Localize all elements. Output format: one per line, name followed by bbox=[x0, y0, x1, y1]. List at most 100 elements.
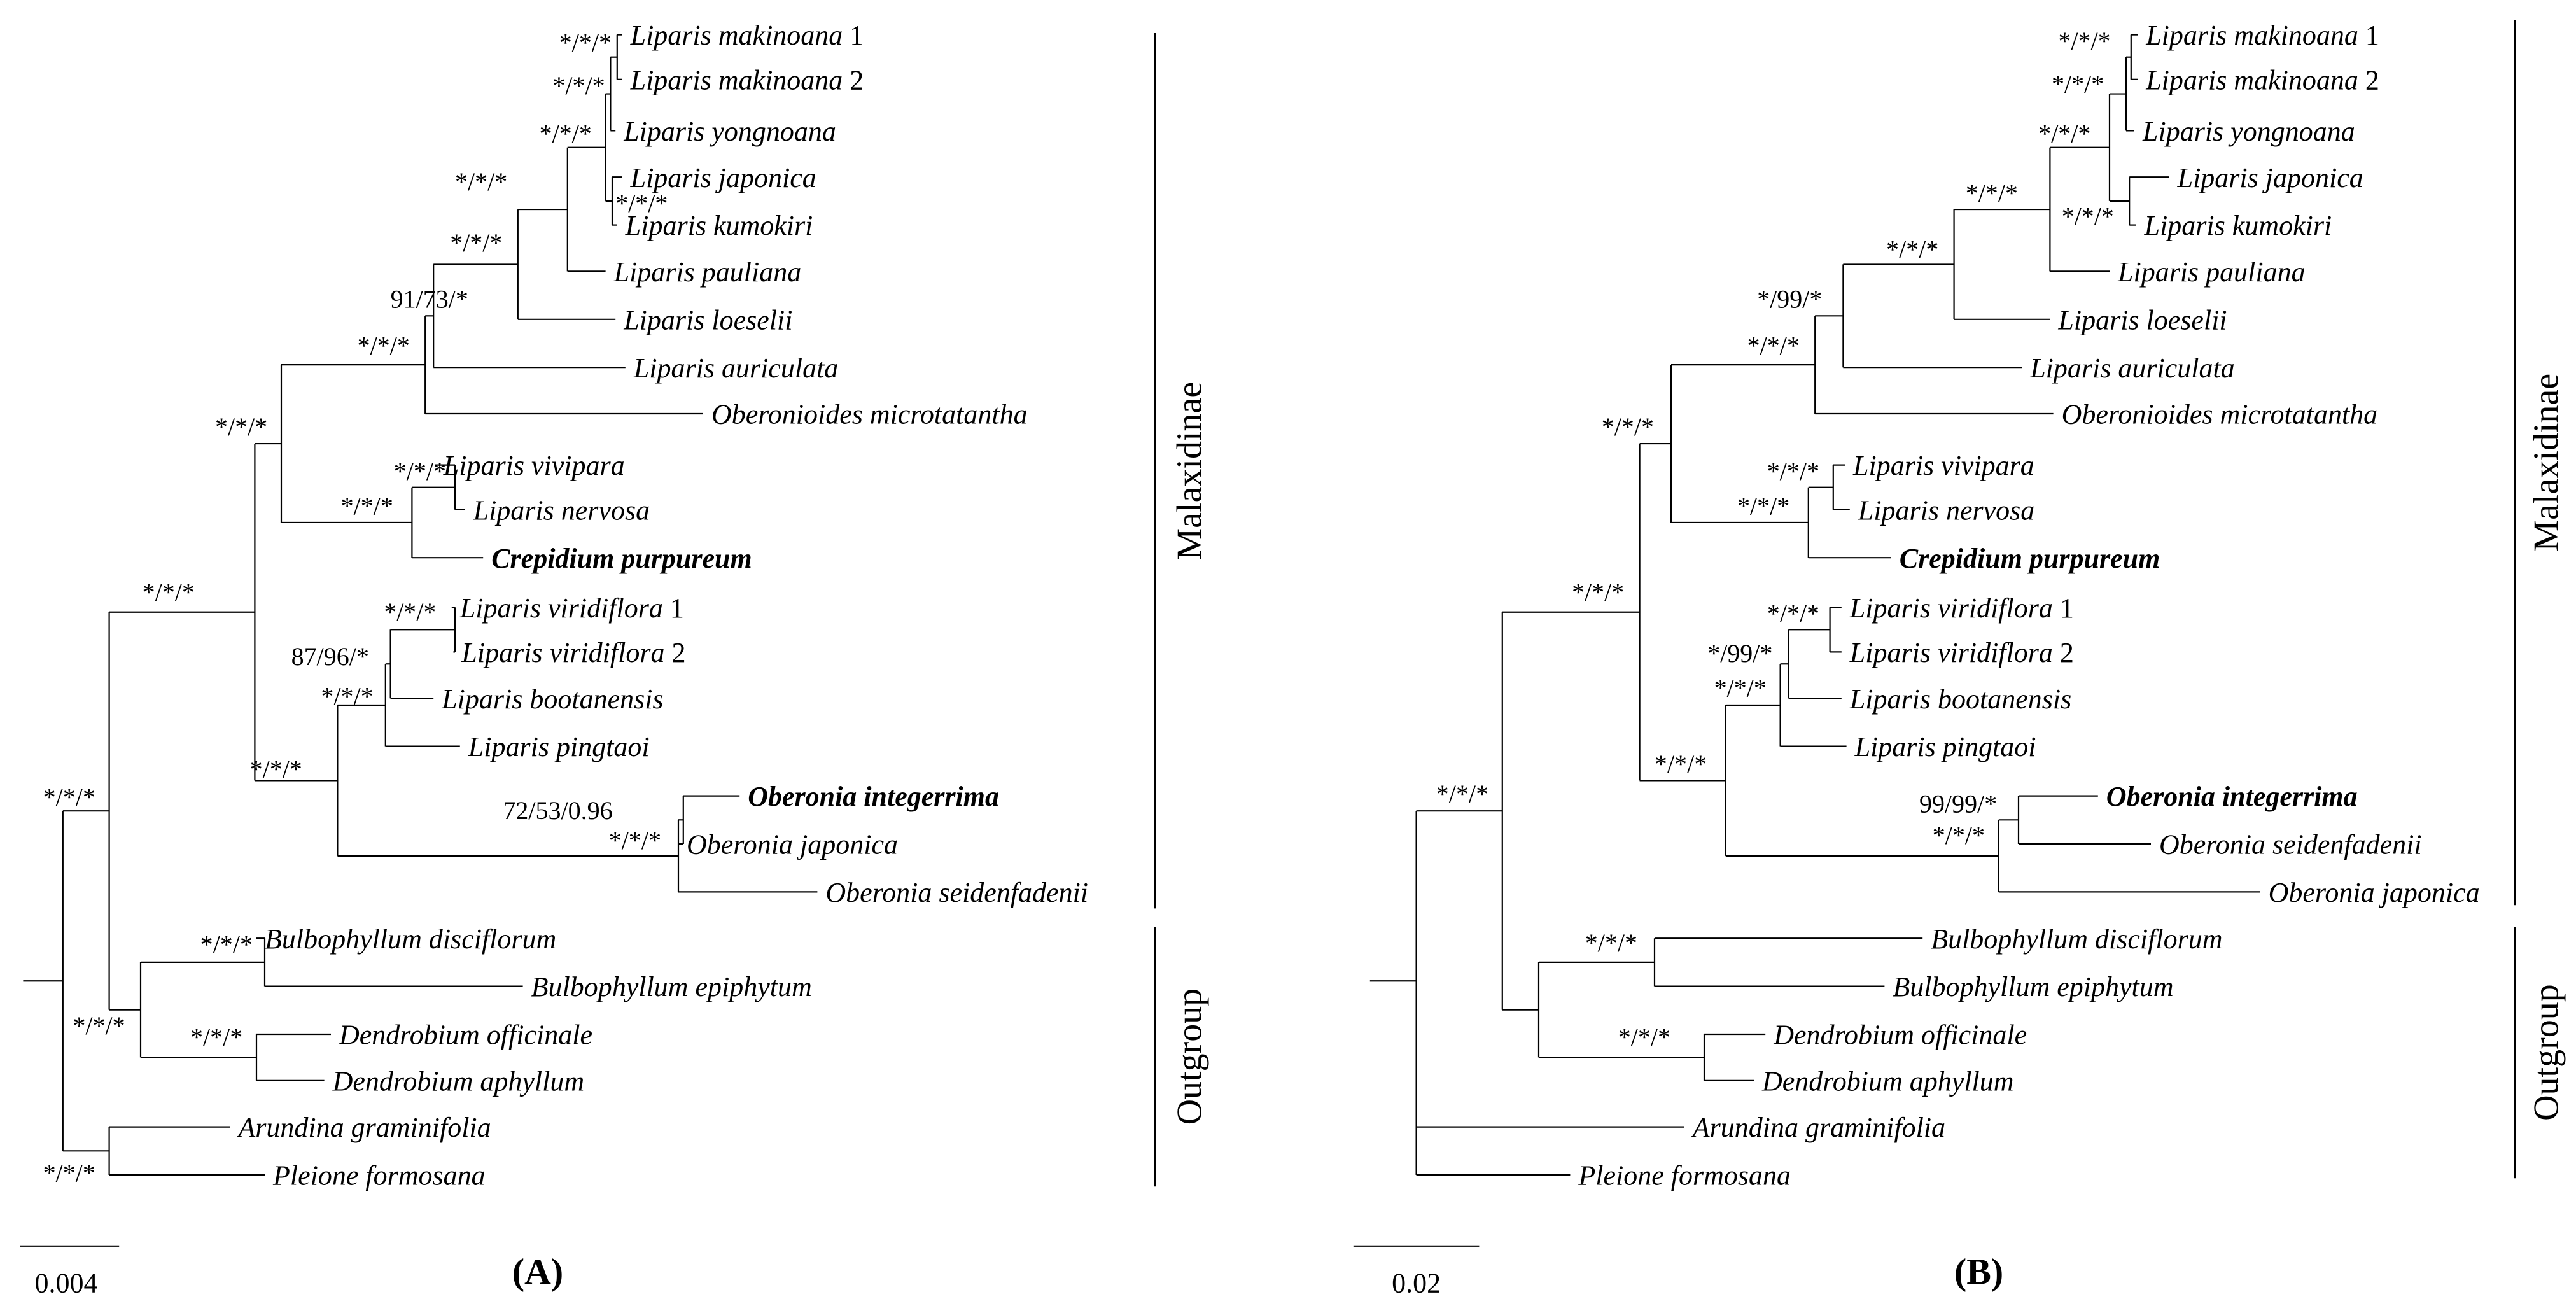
taxon-label: Oberonia seidenfadenii bbox=[825, 877, 1088, 908]
taxon-label: Oberonia integerrima bbox=[748, 781, 999, 812]
tree-a-branches bbox=[23, 34, 818, 1176]
taxon-label: Oberonia integerrima bbox=[2106, 781, 2358, 812]
taxon-label: Bulbophyllum epiphytum bbox=[1893, 971, 2173, 1002]
support-value: */*/* bbox=[1714, 674, 1767, 703]
support-value: */*/* bbox=[1933, 821, 1985, 850]
taxon-label: Liparis pingtaoi bbox=[468, 731, 650, 762]
taxon-label: Liparis bootanensis bbox=[1849, 684, 2071, 715]
support-value: */*/* bbox=[615, 189, 668, 218]
support-value: */*/* bbox=[540, 120, 592, 148]
taxon-label: Liparis auriculata bbox=[633, 353, 839, 384]
taxon-label: Dendrobium officinale bbox=[1773, 1020, 2027, 1051]
taxon-label: Liparis pauliana bbox=[2117, 256, 2306, 288]
scale-bar-label: 0.004 bbox=[35, 1268, 98, 1299]
taxon-label: Liparis loeselii bbox=[623, 304, 792, 335]
taxon-label: Liparis vivipara bbox=[443, 450, 625, 481]
taxon-label: Liparis yongnoana bbox=[623, 116, 836, 147]
taxon-label: Crepidium purpureum bbox=[1900, 543, 2160, 574]
support-value: */*/* bbox=[1602, 412, 1654, 441]
support-value: */*/* bbox=[384, 598, 436, 626]
support-value: */*/* bbox=[2038, 120, 2090, 148]
taxon-label: Liparis viridiflora 1 bbox=[1849, 593, 2074, 624]
support-value: */*/* bbox=[1886, 235, 1938, 264]
support-value: */*/* bbox=[341, 492, 393, 521]
support-value: 99/99/* bbox=[1919, 790, 1997, 818]
taxon-label: Pleione formosana bbox=[1578, 1160, 1791, 1191]
taxon-label: Liparis pingtaoi bbox=[1854, 731, 2036, 762]
tree-b-support-values: */*/* */*/* */*/* */*/* */*/* */*/* */99/* */*/… bbox=[1436, 27, 2114, 1051]
support-value: */*/* bbox=[450, 228, 502, 257]
taxon-label: Liparis bootanensis bbox=[441, 684, 663, 715]
support-value: */*/* bbox=[143, 578, 195, 607]
taxon-label: Liparis makinoana 1 bbox=[2145, 20, 2379, 51]
support-value: */*/* bbox=[1966, 179, 2018, 207]
support-value: */*/* bbox=[1737, 492, 1789, 521]
support-value: */*/* bbox=[559, 29, 612, 57]
tree-a-scale-bar: 0.004 (A) bbox=[20, 1245, 564, 1299]
support-value: */*/* bbox=[2058, 27, 2110, 55]
taxon-label: Pleione formosana bbox=[272, 1160, 486, 1191]
taxon-label: Dendrobium aphyllum bbox=[332, 1065, 585, 1097]
support-value: */*/* bbox=[609, 826, 661, 855]
support-value: */*/* bbox=[43, 1158, 95, 1187]
support-value: */*/* bbox=[1747, 331, 1800, 360]
support-value: */*/* bbox=[73, 1011, 125, 1040]
support-value: 91/73/* bbox=[391, 285, 468, 314]
taxon-label: Liparis kumokiri bbox=[625, 210, 813, 241]
group-label: Malaxidinae bbox=[1170, 382, 1210, 560]
taxon-label: Liparis japonica bbox=[630, 162, 816, 193]
tree-b-scale-bar: 0.02 (B) bbox=[1353, 1245, 2003, 1299]
taxon-label: Oberonioides microtatantha bbox=[711, 399, 1028, 430]
taxon-label: Liparis viridiflora 1 bbox=[459, 593, 684, 624]
taxon-label: Liparis auriculata bbox=[2029, 353, 2235, 384]
taxon-label: Liparis japonica bbox=[2177, 162, 2363, 193]
support-value: 87/96/* bbox=[291, 642, 369, 671]
support-value: */*/* bbox=[2052, 70, 2104, 99]
support-value: */*/* bbox=[1767, 457, 1819, 486]
taxon-label: Oberonia japonica bbox=[687, 829, 898, 860]
support-value: */*/* bbox=[1572, 578, 1624, 607]
taxon-label: Arundina graminifolia bbox=[1691, 1112, 1945, 1143]
support-value: */*/* bbox=[321, 682, 373, 711]
taxon-label: Crepidium purpureum bbox=[491, 543, 752, 574]
support-value: 72/53/0.96 bbox=[503, 796, 612, 825]
taxon-label: Arundina graminifolia bbox=[236, 1112, 491, 1143]
taxon-label: Dendrobium officinale bbox=[339, 1020, 592, 1051]
support-value: */*/* bbox=[1655, 750, 1707, 778]
taxon-label: Liparis viridiflora 2 bbox=[461, 637, 685, 668]
support-value: */*/* bbox=[394, 457, 446, 486]
support-value: */*/* bbox=[358, 331, 410, 360]
panel-label: (A) bbox=[512, 1251, 564, 1293]
support-value: */*/* bbox=[250, 755, 302, 783]
tree-a-taxon-labels: Liparis makinoana 1 Liparis makinoana 2 Li… bbox=[236, 20, 1088, 1191]
panel-label: (B) bbox=[1954, 1251, 2003, 1293]
taxon-label: Liparis viridiflora 2 bbox=[1849, 637, 2074, 668]
group-label: Outgroup bbox=[1170, 988, 1210, 1125]
taxon-label: Liparis loeselii bbox=[2057, 304, 2227, 335]
taxon-label: Liparis nervosa bbox=[1858, 495, 2034, 526]
support-value: */99/* bbox=[1757, 285, 1822, 314]
tree-b-branches bbox=[1369, 34, 2260, 1176]
support-value: */99/* bbox=[1707, 639, 1772, 668]
scale-bar-label: 0.02 bbox=[1392, 1268, 1441, 1299]
taxon-label: Liparis nervosa bbox=[473, 495, 650, 526]
group-label: Outgroup bbox=[2527, 984, 2566, 1121]
support-value: */*/* bbox=[215, 412, 267, 441]
support-value: */*/* bbox=[2062, 202, 2114, 231]
taxon-label: Liparis makinoana 2 bbox=[630, 64, 864, 95]
tree-a-support-values: */*/**/*/**/*/**/*/**/*/**/*/*91/73/**/*… bbox=[43, 29, 668, 1188]
taxon-label: Liparis kumokiri bbox=[2144, 210, 2332, 241]
taxon-label: Liparis makinoana 1 bbox=[630, 20, 864, 51]
taxon-label: Dendrobium aphyllum bbox=[1761, 1065, 2014, 1097]
taxon-label: Bulbophyllum disciflorum bbox=[1931, 923, 2222, 955]
group-label: Malaxidinae bbox=[2527, 374, 2566, 552]
support-value: */*/* bbox=[1618, 1023, 1670, 1051]
taxon-label: Bulbophyllum epiphytum bbox=[531, 971, 812, 1002]
support-value: */*/* bbox=[1436, 780, 1488, 808]
support-value: */*/* bbox=[1767, 600, 1819, 628]
